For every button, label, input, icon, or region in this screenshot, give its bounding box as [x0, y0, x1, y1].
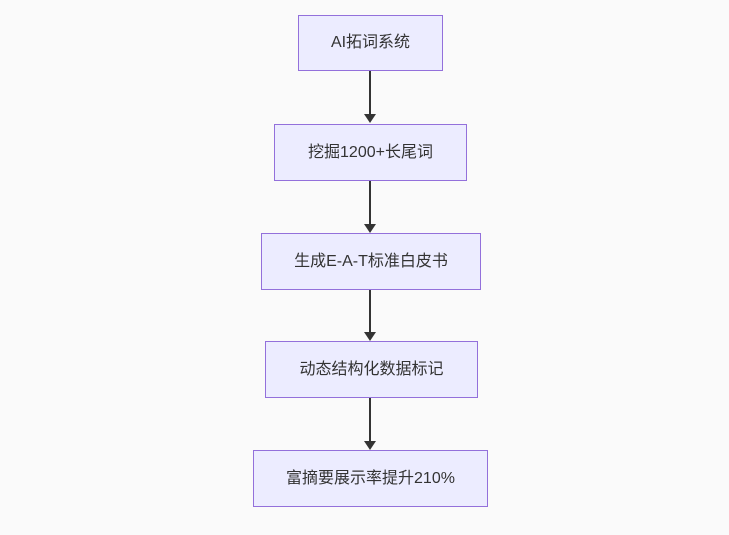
arrow-down-icon: [364, 332, 376, 341]
flowchart-node-mine-longtail-keywords: 挖掘1200+长尾词: [274, 124, 467, 181]
flow-connector-line: [369, 290, 371, 333]
arrow-down-icon: [364, 114, 376, 123]
node-label: 挖掘1200+长尾词: [308, 143, 433, 161]
flowchart-node-ai-word-expansion-system: AI拓词系统: [298, 15, 443, 71]
flow-connector-line: [369, 71, 371, 115]
flow-connector-line: [369, 398, 371, 442]
node-label: 动态结构化数据标记: [299, 360, 444, 378]
arrow-down-icon: [364, 224, 376, 233]
flowchart-node-dynamic-structured-data-markup: 动态结构化数据标记: [265, 341, 478, 398]
arrow-down-icon: [364, 441, 376, 450]
node-label: 富摘要展示率提升210%: [286, 469, 455, 487]
flowchart-node-generate-eat-whitepaper: 生成E-A-T标准白皮书: [261, 233, 481, 290]
flowchart-node-rich-snippet-rate-increase: 富摘要展示率提升210%: [253, 450, 488, 507]
flow-connector-line: [369, 181, 371, 225]
node-label: 生成E-A-T标准白皮书: [294, 252, 448, 270]
node-label: AI拓词系统: [330, 34, 411, 52]
